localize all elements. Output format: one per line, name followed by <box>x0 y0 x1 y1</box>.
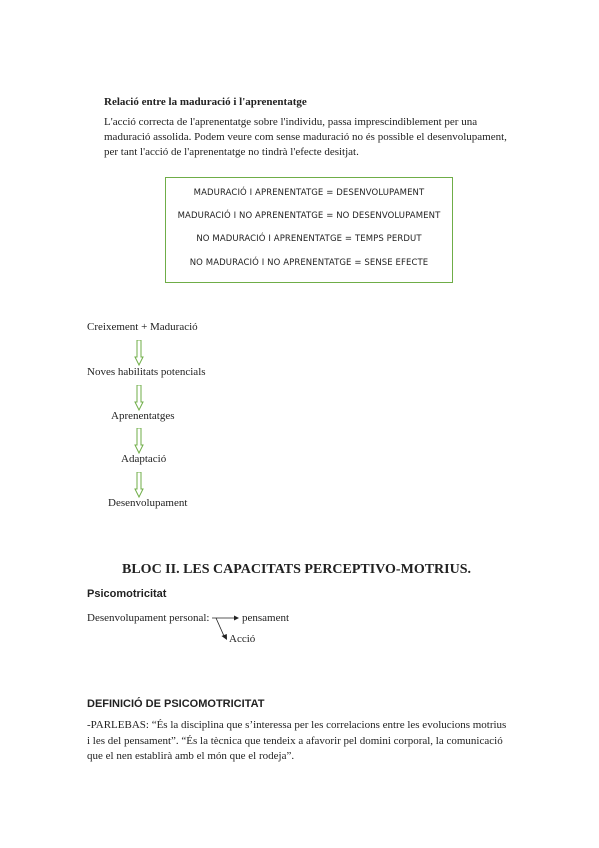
flow-step: Desenvolupament <box>108 497 188 509</box>
flow-step: Adaptació <box>121 453 167 465</box>
flow-step: Creixement + Maduració <box>87 321 198 333</box>
definition-line: -PARLEBAS: “És la disciplina que s’inter… <box>87 719 507 731</box>
definition-line: que el nen establirà amb el món que el r… <box>87 750 295 762</box>
branch-top: pensament <box>242 612 290 624</box>
box-line: NO MADURACIÓ I APRENENTATGE = TEMPS PERD… <box>196 234 422 244</box>
flow-step: Noves habilitats potencials <box>87 366 206 378</box>
down-arrow-icon <box>134 428 144 454</box>
summary-box: MADURACIÓ I APRENENTATGE = DESENVOLUPAME… <box>165 177 453 283</box>
box-line: MADURACIÓ I NO APRENENTATGE = NO DESENVO… <box>177 211 441 221</box>
paragraph-line: per tant l'acció de l'aprenentatge no ti… <box>104 146 359 158</box>
down-arrow-icon <box>134 340 144 366</box>
branch-bottom: Acció <box>229 633 256 645</box>
definition-heading: DEFINICIÓ DE PSICOMOTRICITAT <box>87 698 265 710</box>
personal-label: Desenvolupament personal: <box>87 612 210 624</box>
down-arrow-icon <box>134 472 144 498</box>
bloc-subtitle: Psicomotricitat <box>87 588 167 600</box>
down-arrow-icon <box>134 385 144 411</box>
box-line: NO MADURACIÓ I NO APRENENTATGE = SENSE E… <box>189 258 429 268</box>
definition-line: i les del pensament”. “És la tècnica que… <box>87 735 503 747</box>
flow-step: Aprenentatges <box>111 410 175 422</box>
paragraph-line: L'acció correcta de l'aprenentatge sobre… <box>104 116 478 128</box>
box-line: MADURACIÓ I APRENENTATGE = DESENVOLUPAME… <box>193 188 425 198</box>
bloc-title: BLOC II. LES CAPACITATS PERCEPTIVO-MOTRI… <box>122 562 471 577</box>
section-heading: Relació entre la maduració i l'aprenenta… <box>104 96 307 108</box>
branch-arrows-icon <box>212 615 239 640</box>
paragraph-line: maduració assolida. Podem veure com sens… <box>104 131 507 143</box>
